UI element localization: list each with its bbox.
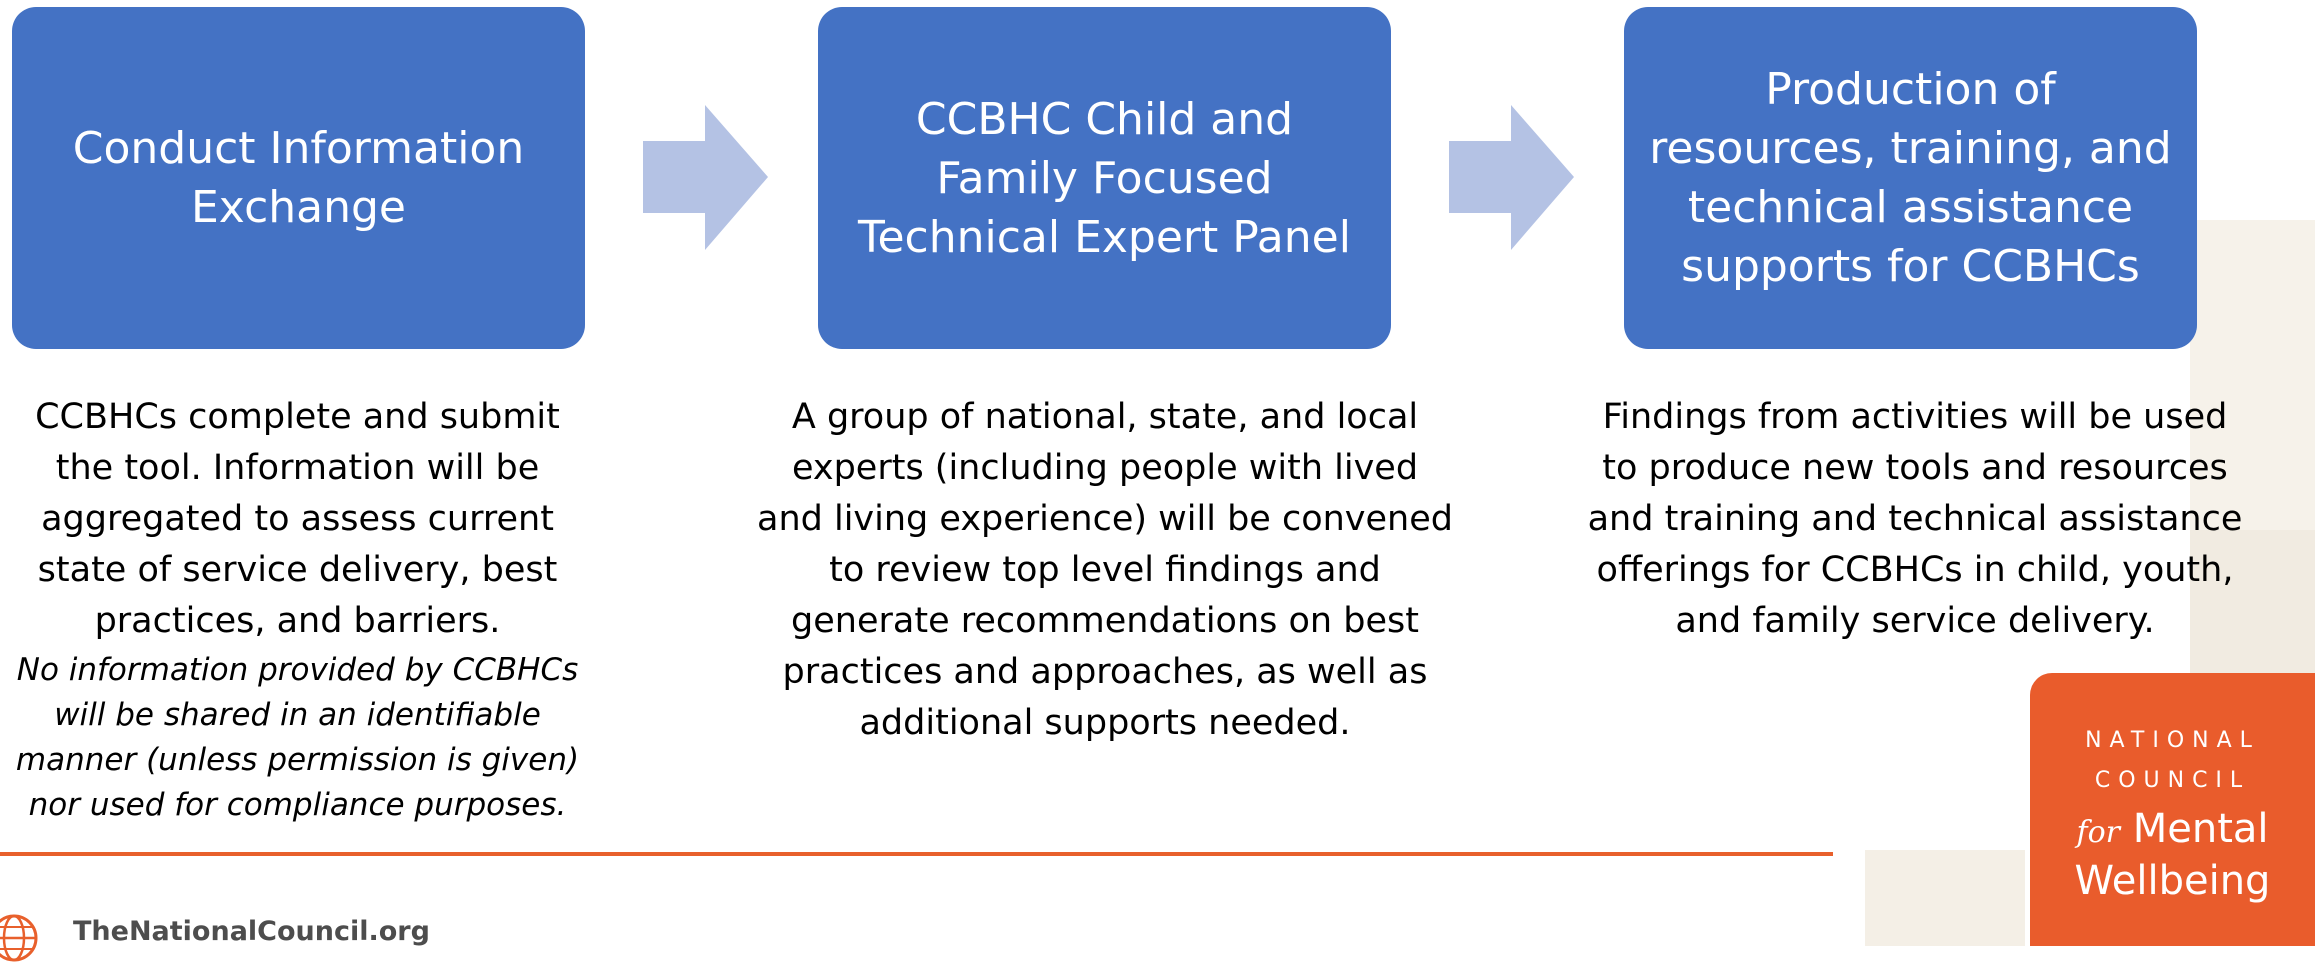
step-2-description-block: A group of national, state, and local ex… <box>755 392 1455 749</box>
step-1-box: Conduct Information Exchange <box>12 7 585 349</box>
logo-line-wellbeing: Wellbeing <box>2074 858 2271 904</box>
step-1-description: CCBHCs complete and submit the tool. Inf… <box>35 397 560 641</box>
right-arrow-icon <box>643 105 768 250</box>
step-3-box: Production of resources, training, and t… <box>1624 7 2197 349</box>
step-1-note: No information provided by CCBHCs will b… <box>15 652 580 823</box>
logo-line-national: NATIONAL <box>2085 728 2260 753</box>
national-council-logo: NATIONAL COUNCIL for Mental Wellbeing <box>2030 673 2315 946</box>
logo-line-council: COUNCIL <box>2094 768 2251 793</box>
footer-divider <box>0 852 1833 856</box>
step-2-title: CCBHC Child and Family Focused Technical… <box>858 93 1351 263</box>
step-3-title: Production of resources, training, and t… <box>1649 64 2172 292</box>
background-decoration <box>1865 850 2025 946</box>
step-1-title: Conduct Information Exchange <box>72 123 525 233</box>
logo-mental: Mental <box>2132 806 2269 852</box>
step-2-description: A group of national, state, and local ex… <box>757 397 1453 743</box>
step-1-description-block: CCBHCs complete and submit the tool. Inf… <box>10 392 585 828</box>
step-3-description-block: Findings from activities will be used to… <box>1580 392 2250 647</box>
step-3-description: Findings from activities will be used to… <box>1587 397 2243 641</box>
logo-line-mental: for Mental <box>2030 805 2315 857</box>
globe-icon <box>0 914 38 962</box>
step-2-box: CCBHC Child and Family Focused Technical… <box>818 7 1391 349</box>
footer-website-link[interactable]: TheNationalCouncil.org <box>73 916 430 947</box>
right-arrow-icon <box>1449 105 1574 250</box>
logo-for: for <box>2076 815 2120 850</box>
